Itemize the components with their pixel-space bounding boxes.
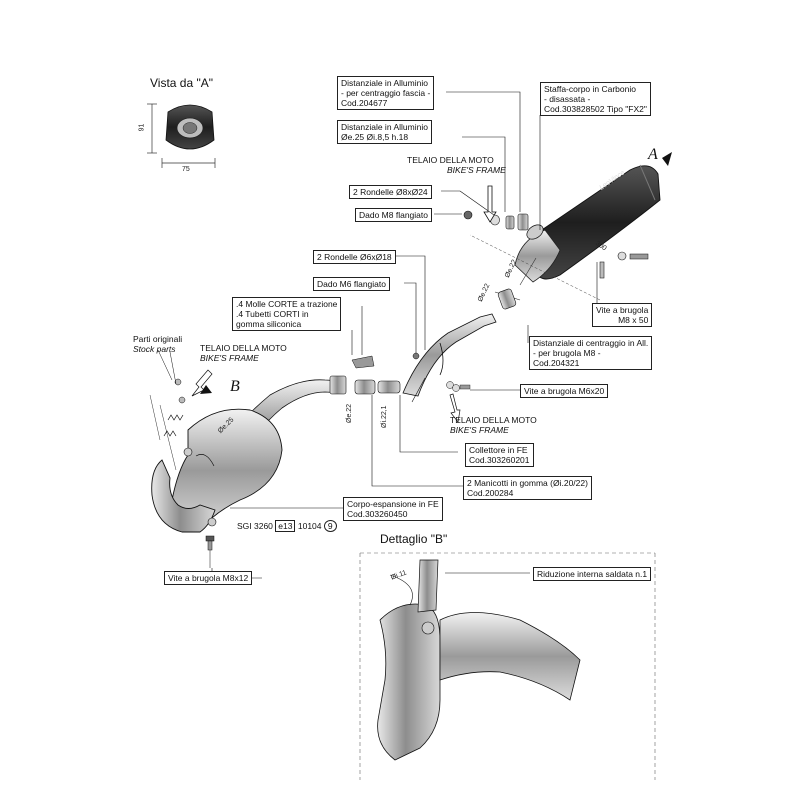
label-spacer-alu-fascia: Distanziale in Alluminio - per centraggi…: [337, 76, 435, 110]
homologation-row: SGI 3260 e13 10104 9: [237, 520, 337, 532]
dim-width-label: 75: [182, 166, 190, 173]
view-a-title: Vista da "A": [150, 76, 213, 90]
homologation-code: SGI 3260: [237, 521, 273, 531]
label-frame-right: TELAIO DELLA MOTO BIKE'S FRAME: [450, 415, 537, 435]
label-collector: Collettore in FE Cod.303260201: [465, 443, 534, 467]
label-nut-m8: Dado M8 flangiato: [355, 208, 432, 222]
detail-b: [359, 552, 656, 780]
leader-lines: [211, 91, 598, 579]
frame-arrow-top: [483, 185, 497, 223]
e-mark: e13: [275, 520, 296, 532]
label-springs: .4 Molle CORTE a trazione .4 Tubetti COR…: [232, 297, 342, 331]
label-carbon-bracket: Staffa-corpo in Carbonio - disassata - C…: [540, 82, 651, 116]
view-a-end-cap: [147, 103, 216, 168]
label-spacer-alu-dims: Distanziale in Alluminio Øe.25 Øi.8,5 h.…: [337, 120, 432, 144]
label-screw-m8x50: Vite a brugola M8 x 50: [592, 303, 653, 327]
label-internal-reduction: Riduzione interna saldata n.1: [533, 567, 652, 581]
label-screw-m8x12: Vite a brugola M8x12: [164, 571, 253, 585]
view-letter-b: B: [230, 378, 240, 395]
label-rubber-sleeves: 2 Manicotti in gomma (Øi.20/22) Cod.2002…: [463, 476, 592, 500]
detail-b-title: Dettaglio "B": [380, 532, 448, 546]
homologation-number: 10104: [297, 521, 322, 531]
view-markers: [200, 152, 672, 394]
bottom-screw-m8x12: [205, 535, 215, 568]
label-expansion-body: Corpo-espansione in FE Cod.303260450: [343, 497, 443, 521]
dim-d221: Øi.22,1: [381, 405, 388, 428]
label-frame-top: TELAIO DELLA MOTO BIKE'S FRAME: [407, 155, 506, 175]
label-washers-8: 2 Rondelle Ø8xØ24: [349, 185, 432, 199]
view-letter-a: A: [648, 146, 658, 163]
expansion-chamber: [149, 394, 283, 533]
label-washers-6: 2 Rondelle Ø6xØ18: [313, 250, 396, 264]
link-pipe: [402, 288, 517, 403]
label-screw-m6x20: Vite a brugola M6x20: [520, 384, 609, 398]
label-frame-left: TELAIO DELLA MOTO BIKE'S FRAME: [200, 343, 287, 363]
frame-arrow-right: [449, 393, 461, 423]
frame-arrow-left: [191, 369, 213, 397]
homologation-circle: 9: [323, 520, 337, 532]
label-nut-m6: Dado M6 flangiato: [313, 277, 390, 291]
dim-d22-c: Øe.22: [346, 403, 353, 423]
stock-springs: [157, 349, 186, 437]
label-spacer-centering: Distanziale di centraggio in All. - per …: [529, 336, 653, 370]
silencer-carbon-body: [494, 164, 661, 301]
label-stock-parts: Parti originali Stock parts: [133, 334, 183, 354]
dim-height-label: 91: [138, 123, 146, 132]
